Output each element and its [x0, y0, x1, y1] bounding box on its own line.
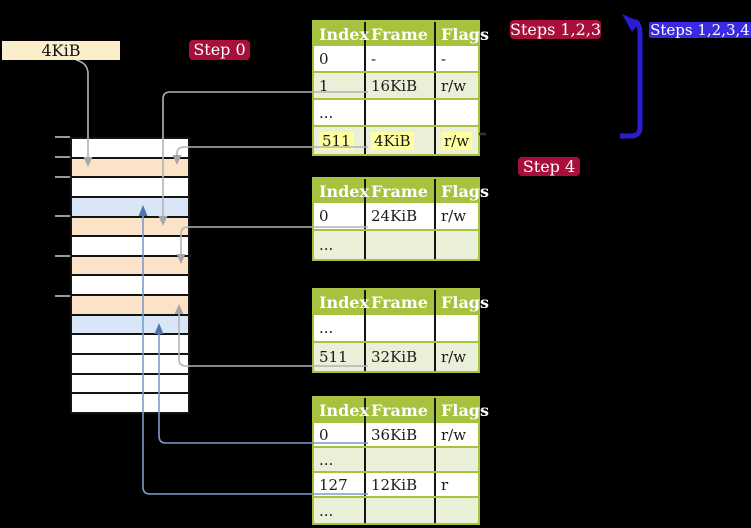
table-header-row: Index Frame Flags [314, 22, 489, 46]
table-cell [366, 448, 436, 471]
memory-row-page-table-frame [72, 156, 188, 177]
table-row: 0 - - [314, 46, 478, 73]
memory-row [72, 392, 188, 412]
table-header-row: Index Frame Flags [314, 179, 489, 203]
table-row: 511 32KiB r/w [314, 343, 478, 371]
table-cell [436, 315, 478, 341]
table-cell: 32KiB [366, 343, 436, 371]
memory-row [72, 333, 188, 354]
memory-row [72, 372, 188, 393]
table-cell: r/w [441, 425, 467, 444]
column-header: Index [314, 179, 369, 203]
table-cell [366, 315, 436, 341]
table-cell: 1 [314, 73, 366, 98]
table-cell: 36KiB [366, 423, 436, 446]
table-header-row: Index Frame Flags [314, 290, 489, 315]
table-cell [366, 231, 436, 259]
table-cell [366, 498, 436, 523]
table-header-row: Index Frame Flags [314, 398, 489, 423]
memory-row-mapped-page [72, 195, 188, 216]
table-cell: ... [314, 100, 366, 125]
column-header: Frame [366, 22, 436, 46]
table-row: ... [314, 448, 478, 473]
memory-row [72, 139, 188, 157]
page-table-level-3: Index Frame Flags 0 24KiB r/w ... [312, 177, 489, 261]
table-cell: 511 [314, 343, 366, 371]
table-cell [436, 448, 478, 471]
memory-row [72, 353, 188, 373]
table-row: 0 36KiB r/w [314, 423, 478, 448]
column-header: Flags [441, 181, 489, 201]
column-header: Flags [441, 24, 489, 44]
highlighted-value: 4KiB [371, 131, 414, 150]
physical-memory-column [70, 137, 190, 414]
table-cell: r [441, 475, 449, 494]
frame-size-label: 4KiB [2, 41, 120, 60]
steps-1-2-3-label: Steps 1,2,3 [510, 20, 602, 39]
address-tick [55, 295, 70, 297]
highlighted-value: 511 [319, 131, 354, 150]
highlighted-value: r/w [441, 131, 473, 150]
column-header: Frame [366, 398, 436, 423]
table-row: ... [314, 315, 478, 343]
column-header: Frame [366, 179, 436, 203]
table-cell: ... [314, 448, 366, 471]
memory-row [72, 235, 188, 255]
table-cell: 0 [314, 203, 366, 229]
column-header: Flags [441, 401, 489, 420]
table-row: ... [314, 498, 478, 523]
table-cell: ... [314, 315, 366, 341]
table-cell: 511 [314, 127, 366, 154]
table-row: ... [314, 231, 478, 259]
memory-row [72, 274, 188, 295]
recursive-loop-arrowhead [622, 14, 640, 32]
address-tick [55, 156, 70, 158]
table-cell: r/w [441, 76, 467, 95]
address-tick [55, 255, 70, 257]
column-header: Frame [366, 290, 436, 315]
memory-row-page-table-frame [72, 294, 188, 314]
table-cell: - [441, 49, 447, 68]
memory-row-page-table-frame [72, 254, 188, 275]
table-row: ... [314, 100, 478, 127]
table-cell: ... [314, 231, 366, 259]
address-tick [55, 176, 70, 178]
step-0-label: Step 0 [189, 40, 250, 60]
table-cell: 24KiB [366, 203, 436, 229]
table-row-recursive-entry: 511 4KiB r/w [314, 127, 478, 154]
address-tick [55, 215, 70, 217]
table-cell: 0 [314, 46, 366, 71]
table-cell [436, 498, 478, 523]
steps-1-2-3-4-label: Steps 1,2,3,4 [649, 21, 751, 39]
table-cell [436, 100, 478, 125]
step-4-label: Step 4 [518, 157, 580, 176]
column-header: Index [314, 398, 369, 423]
table-row: 0 24KiB r/w [314, 203, 478, 231]
page-table-level-4: Index Frame Flags 0 - - 1 16KiB r/w ... … [312, 20, 489, 156]
table-cell: - [366, 46, 436, 71]
table-cell: 127 [314, 473, 366, 496]
memory-row [72, 176, 188, 196]
table-cell: 12KiB [366, 473, 436, 496]
table-cell: r/w [436, 127, 478, 154]
address-tick [55, 136, 70, 138]
memory-row-page-table-frame [72, 215, 188, 236]
column-header: Flags [441, 293, 489, 312]
table-row: 127 12KiB r [314, 473, 478, 498]
table-cell [436, 231, 478, 259]
table-cell: r/w [441, 207, 467, 225]
page-table-level-1: Index Frame Flags 0 36KiB r/w ... 127 12… [312, 396, 489, 525]
table-cell: 0 [314, 423, 366, 446]
table-cell: 16KiB [366, 73, 436, 98]
column-header: Index [314, 290, 369, 315]
page-table-level-2: Index Frame Flags ... 511 32KiB r/w [312, 288, 489, 373]
memory-row-mapped-page [72, 313, 188, 334]
table-cell: 4KiB [366, 127, 436, 154]
table-cell: r/w [441, 348, 467, 366]
recursive-loop-arrow [620, 19, 643, 139]
table-cell [366, 100, 436, 125]
table-cell: ... [314, 498, 366, 523]
table-row: 1 16KiB r/w [314, 73, 478, 100]
column-header: Index [314, 22, 369, 46]
